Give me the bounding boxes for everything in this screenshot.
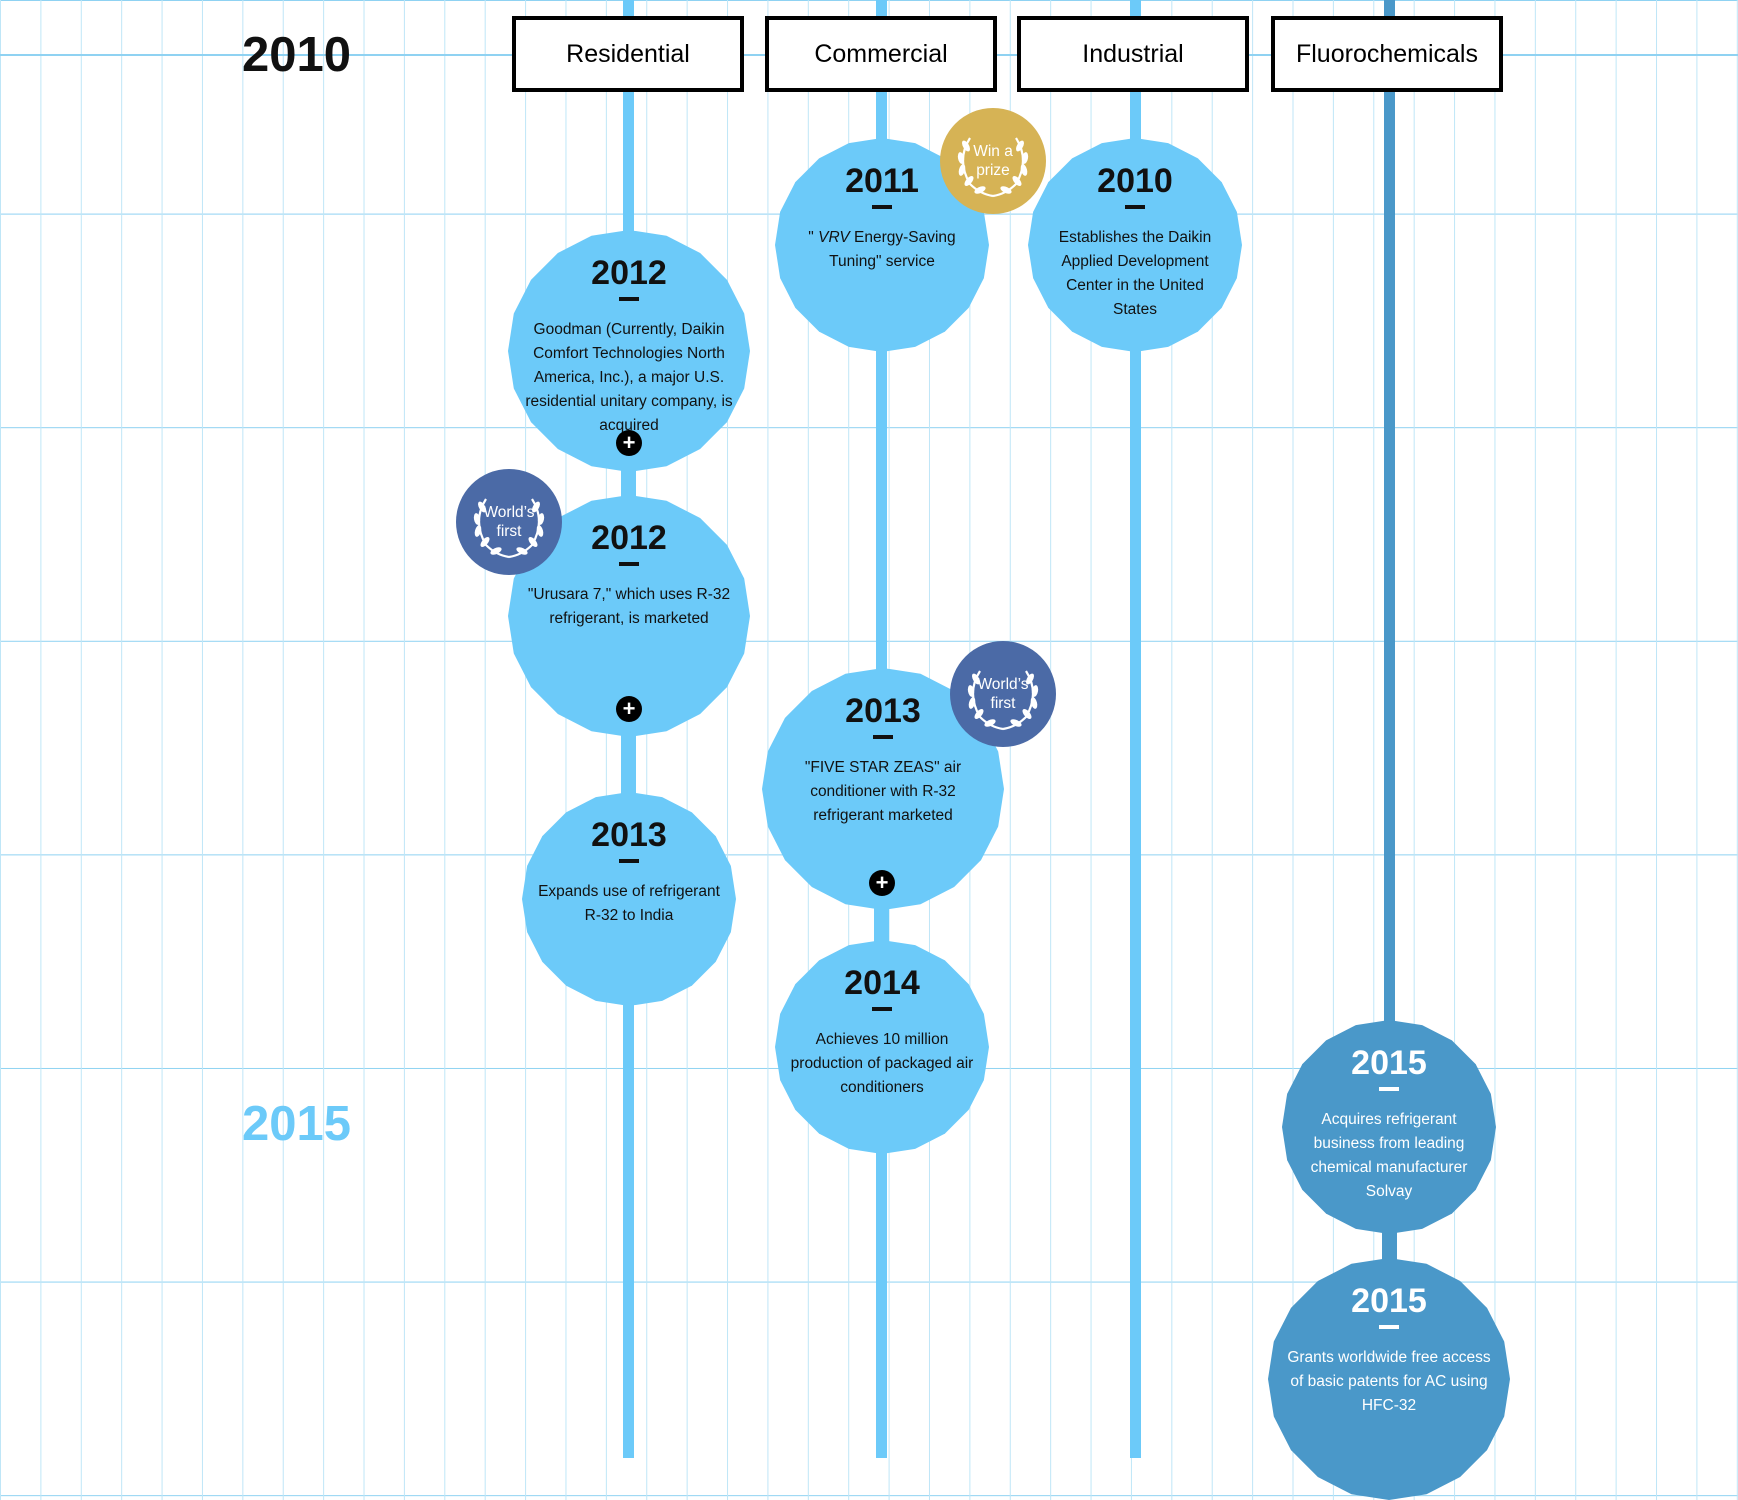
event-year: 2015 (1351, 1044, 1427, 1082)
worlds-first-badge: World’s first (950, 641, 1056, 747)
event-description: Grants worldwide free access of basic pa… (1287, 1349, 1491, 1414)
connector (620, 730, 636, 800)
event-description-prefix: " (808, 229, 819, 246)
event-year: 2012 (591, 254, 667, 292)
event-year: 2013 (845, 692, 921, 730)
expand-plus-icon[interactable]: + (616, 430, 642, 456)
category-industrial[interactable]: Industrial (1017, 16, 1249, 92)
category-residential[interactable]: Residential (512, 16, 744, 92)
event-divider (872, 205, 892, 209)
event-fluorochemicals-2015-solvay[interactable]: 2015 Acquires refrigerant business from … (1282, 1020, 1496, 1234)
connector (873, 900, 889, 950)
event-divider (619, 562, 639, 566)
event-description: Acquires refrigerant business from leadi… (1310, 1111, 1468, 1200)
event-divider (619, 297, 639, 301)
event-description: Achieves 10 million production of packag… (790, 1031, 974, 1096)
laurel-wreath-icon (967, 670, 1039, 731)
event-commercial-2014-10m[interactable]: 2014 Achieves 10 million production of p… (775, 940, 989, 1154)
event-description: Expands use of refrigerant R-32 to India (538, 883, 720, 924)
worlds-first-badge: World’s first (456, 469, 562, 575)
event-description: " VRV Energy-Saving Tuning" service (775, 226, 989, 274)
event-divider (619, 859, 639, 863)
category-label: Fluorochemicals (1295, 39, 1478, 68)
event-residential-2013-india[interactable]: 2013 Expands use of refrigerant R-32 to … (522, 792, 736, 1006)
laurel-wreath-icon (957, 137, 1029, 198)
expand-plus-icon[interactable]: + (616, 696, 642, 722)
laurel-wreath-icon (473, 498, 545, 559)
track-fluorochemicals (1383, 0, 1395, 1458)
event-year: 2010 (1097, 162, 1173, 200)
badge-label: World’s first (977, 676, 1029, 712)
event-description: Establishes the Daikin Applied Developme… (1058, 229, 1212, 318)
event-industrial-2010-center[interactable]: 2010 Establishes the Daikin Applied Deve… (1028, 138, 1242, 352)
event-description-rest: Energy-Saving Tuning" service (829, 229, 956, 270)
category-label: Industrial (1082, 39, 1184, 68)
event-year: 2015 (1351, 1282, 1427, 1320)
event-year: 2012 (591, 519, 667, 557)
category-commercial[interactable]: Commercial (765, 16, 997, 92)
event-year: 2014 (844, 964, 920, 1002)
event-divider (1379, 1325, 1399, 1329)
expand-plus-icon[interactable]: + (869, 870, 895, 896)
year-marker-2015: 2015 (242, 1097, 352, 1151)
category-fluorochemicals[interactable]: Fluorochemicals (1271, 16, 1503, 92)
event-description: Goodman (Currently, Daikin Comfort Techn… (525, 321, 733, 434)
category-label: Residential (566, 39, 690, 68)
event-description-italic: VRV (818, 229, 850, 246)
event-year: 2011 (845, 162, 919, 200)
event-fluorochemicals-2015-patents[interactable]: 2015 Grants worldwide free access of bas… (1268, 1258, 1510, 1500)
win-a-prize-badge: Win a prize (940, 108, 1046, 214)
event-divider (1379, 1087, 1399, 1091)
badge-label: World’s first (483, 504, 535, 540)
badge-label: Win a prize (973, 143, 1013, 179)
event-year: 2013 (591, 816, 667, 854)
event-divider (873, 735, 893, 739)
event-divider (872, 1007, 892, 1011)
track-industrial (1129, 0, 1141, 1458)
year-marker-2010: 2010 (242, 28, 352, 82)
event-description: "Urusara 7," which uses R-32 refrigerant… (527, 586, 731, 627)
category-label: Commercial (814, 39, 948, 68)
event-description: "FIVE STAR ZEAS" air conditioner with R-… (804, 759, 962, 824)
event-divider (1125, 205, 1145, 209)
event-residential-2012-goodman[interactable]: 2012 Goodman (Currently, Daikin Comfort … (508, 230, 750, 472)
